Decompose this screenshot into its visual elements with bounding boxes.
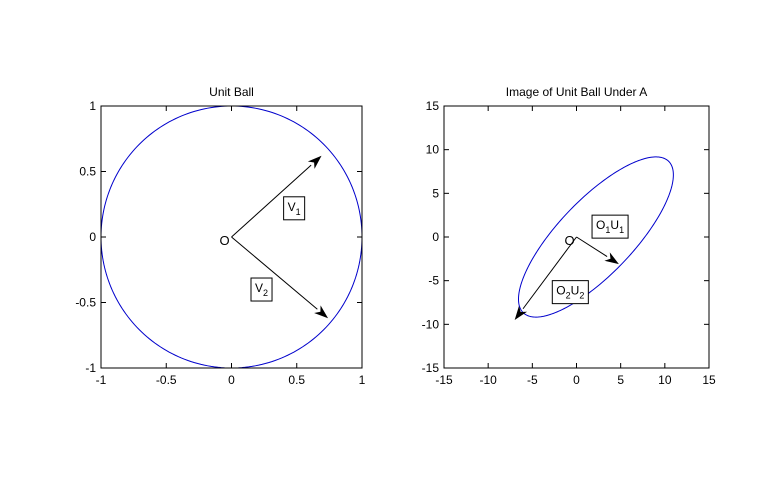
right-xtick-label: 15 [702,373,716,387]
right-chart-title: Image of Unit Ball Under A [506,85,647,99]
right-vector-2-label: O2U2 [556,284,584,301]
right-vector-2-label-box [551,280,589,305]
right-vector-2-shaft [522,236,577,310]
left-xtick-label: -0.5 [156,373,177,387]
right-vector-1-shaft [576,236,608,257]
left-xtick-label: -1 [96,373,107,387]
right-vector-1-label-box [591,214,629,239]
left-xtick-label: 0.5 [288,373,305,387]
image-ellipse-panel: Image of Unit Ball Under A -15 -10 -5 0 5 10 1… [422,85,716,387]
left-ytick-label: -1 [85,361,96,375]
left-chart-title: Unit Ball [209,85,254,99]
right-axes-frame [443,105,710,369]
right-xtick-label: -5 [527,373,538,387]
right-vector-1-label: O1U1 [596,218,624,235]
left-xtick-label: 0 [228,373,235,387]
right-xtick-label: 10 [658,373,672,387]
left-vector-1-label: V1 [288,200,301,217]
right-ytick-label: -15 [422,361,440,375]
right-xtick-label: -10 [479,373,497,387]
left-vector-1-label-box [283,196,306,221]
right-ytick-label: -5 [428,274,439,288]
left-vector-1-shaft [231,164,312,238]
left-ytick-label: 0.5 [79,165,96,179]
right-chart-ticks: -15 -10 -5 0 5 10 15 -15 -10 -5 0 5 10 15 [422,99,716,387]
left-vector-2-arrowhead [314,305,329,319]
right-xtick-label: 5 [617,373,624,387]
right-ytick-label: 10 [426,143,440,157]
left-vector-2-label-box [250,277,273,302]
right-xtick-label: -15 [435,373,453,387]
right-vector-1-arrowhead [604,252,619,265]
left-origin-label: O [220,233,230,248]
right-ytick-label: 5 [432,186,439,200]
left-vector-1-arrowhead [307,155,322,169]
left-axes-frame [100,105,363,369]
left-vector-2-label: V2 [255,281,268,298]
right-origin-label: O [565,233,575,248]
right-ytick-label: 0 [432,230,439,244]
left-vector-2-shaft [231,236,318,310]
right-xtick-label: 0 [573,373,580,387]
left-xtick-label: 1 [359,373,366,387]
left-ytick-label: 1 [89,99,96,113]
left-ytick-label: 0 [89,230,96,244]
right-ytick-label: -10 [422,317,440,331]
right-vector-2-arrowhead [514,305,528,320]
right-ytick-label: 15 [426,99,440,113]
left-ytick-label: -0.5 [75,296,96,310]
